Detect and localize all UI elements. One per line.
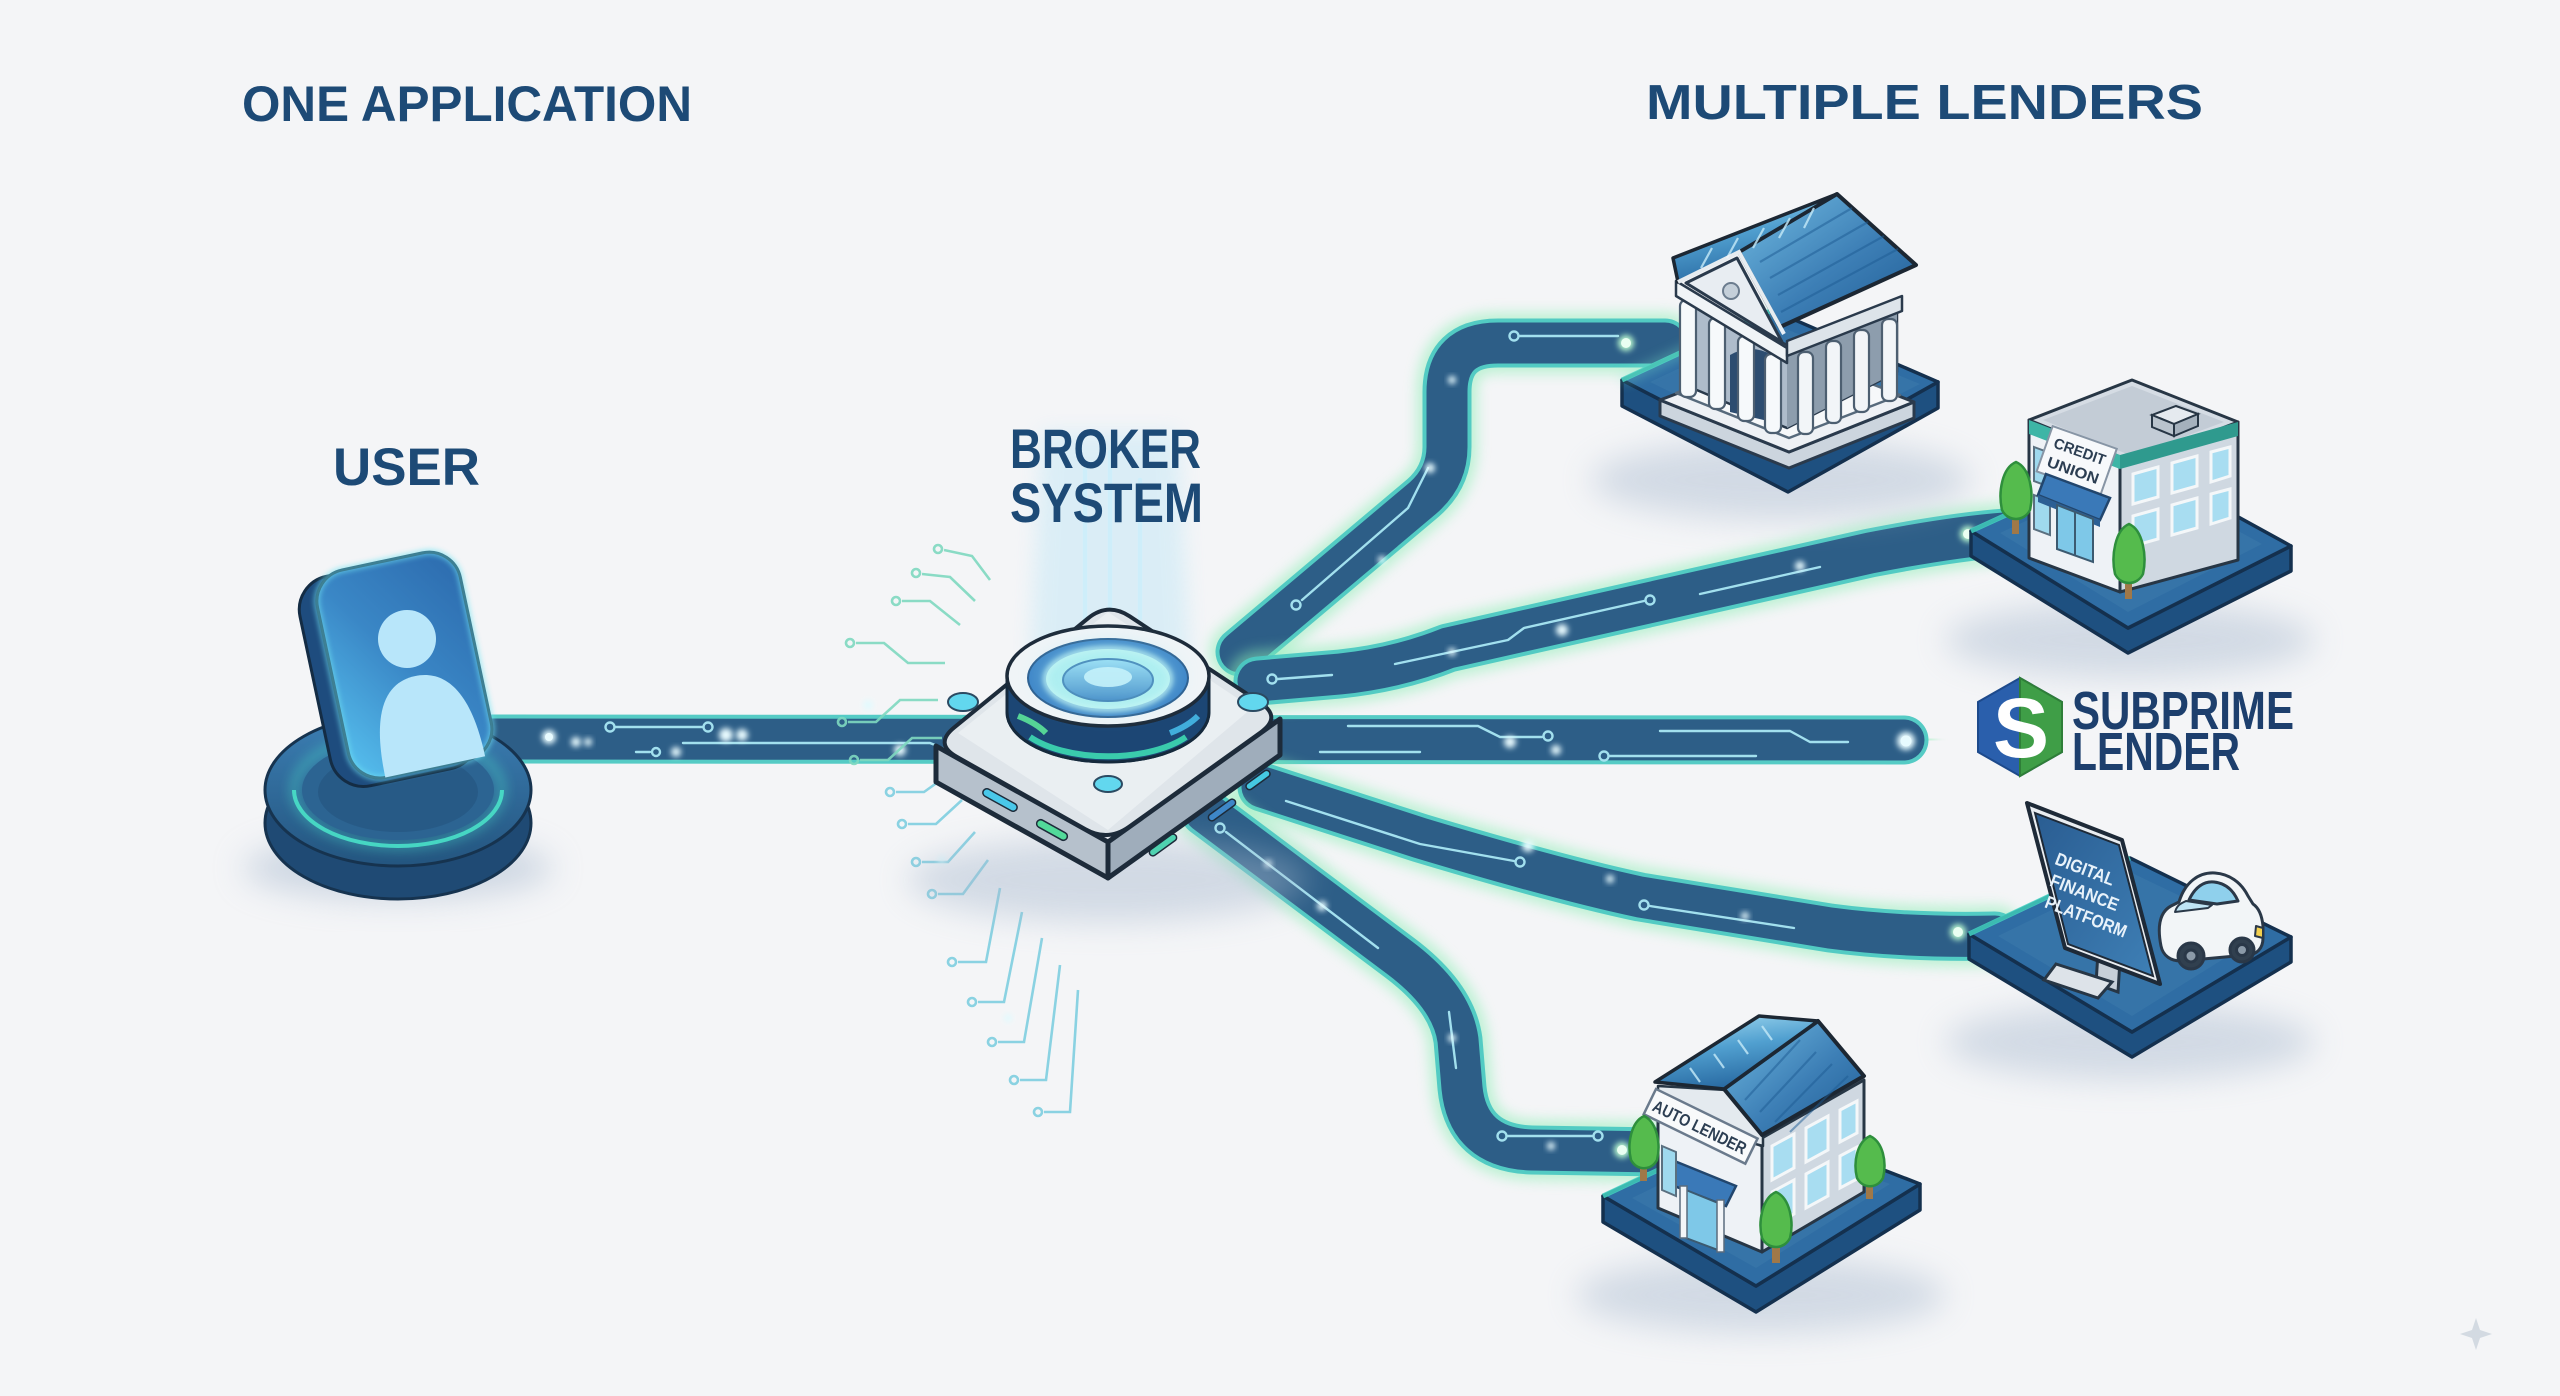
svg-text:LENDER: LENDER <box>2072 722 2240 782</box>
svg-text:S: S <box>1993 681 2049 775</box>
svg-text:SYSTEM: SYSTEM <box>1010 471 1203 534</box>
svg-text:MULTIPLE LENDERS: MULTIPLE LENDERS <box>1646 76 2203 130</box>
svg-text:USER: USER <box>333 438 480 497</box>
svg-text:ONE APPLICATION: ONE APPLICATION <box>242 76 692 132</box>
svg-text:BROKER: BROKER <box>1010 417 1201 480</box>
svg-text:SUBPRIME: SUBPRIME <box>2072 681 2294 741</box>
